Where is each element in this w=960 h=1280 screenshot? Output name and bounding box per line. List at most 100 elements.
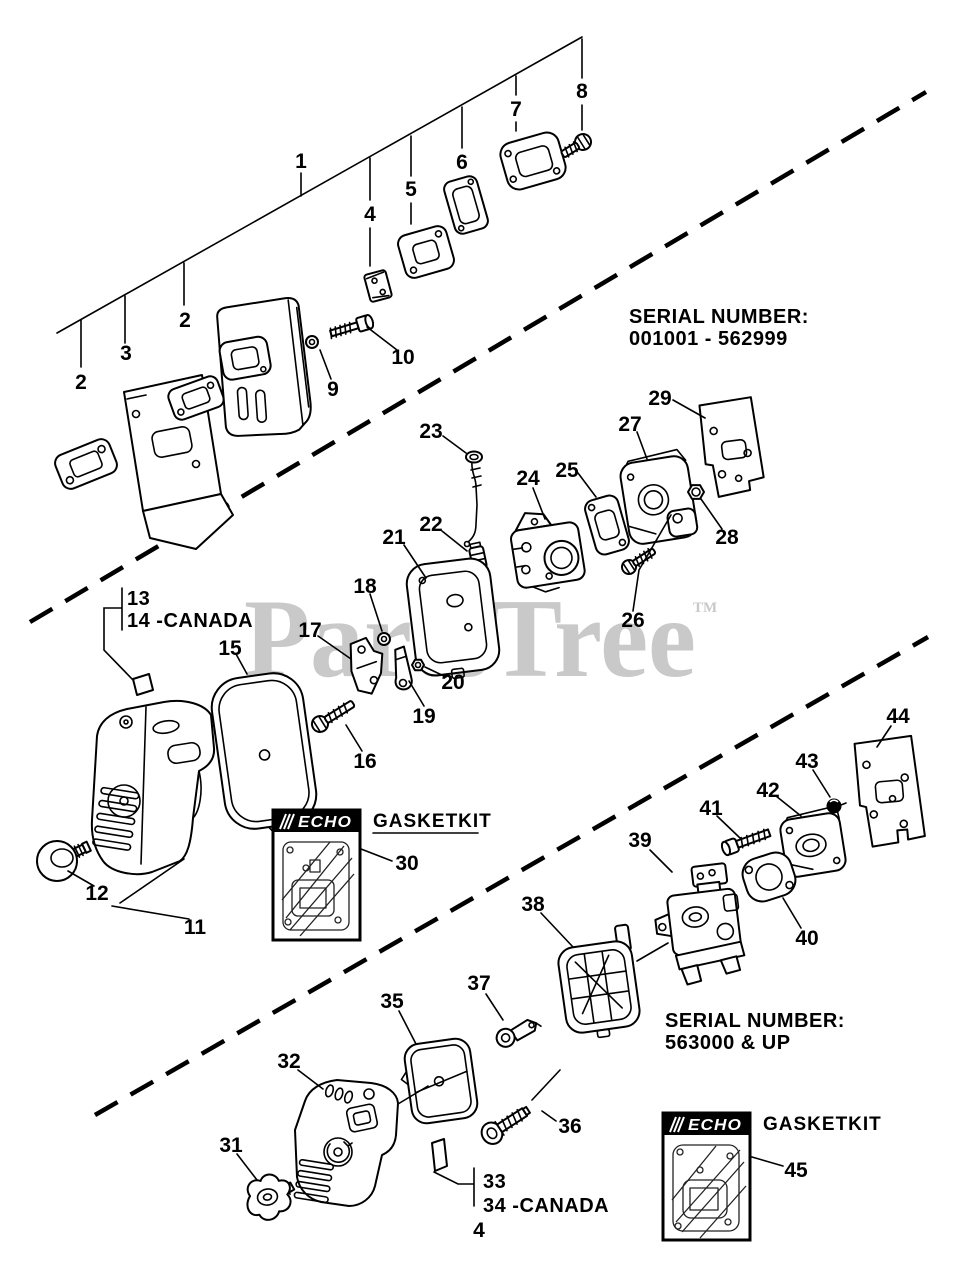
part-insulator-42	[779, 805, 847, 878]
callout-4[interactable]: 4	[364, 203, 376, 226]
echo-logo-upper: ECHO	[298, 814, 352, 831]
serial-block-lower: SERIAL NUMBER: 563000 & UP	[665, 1010, 845, 1054]
divider-dashed-lower	[93, 635, 930, 1117]
part-cleaner-case-38	[557, 923, 641, 1039]
part-knob-12	[36, 840, 92, 882]
echo-logo-lower: ECHO	[688, 1117, 742, 1134]
part-gasket-25	[584, 494, 630, 556]
callout-19[interactable]: 19	[412, 705, 435, 728]
callout-7[interactable]: 7	[510, 98, 522, 121]
callout-28[interactable]: 28	[715, 526, 739, 549]
callout-31[interactable]: 31	[219, 1134, 243, 1157]
callout-2b[interactable]: 2	[179, 309, 191, 332]
callout-22[interactable]: 22	[419, 513, 442, 536]
leader-lines-upper	[67, 326, 723, 920]
callout-18[interactable]: 18	[353, 575, 377, 598]
serial-lower-range: 563000 & UP	[665, 1032, 791, 1054]
part-nut-20	[411, 658, 425, 672]
callout-37[interactable]: 37	[467, 972, 490, 995]
part-gasket-29	[698, 396, 765, 498]
callout-43[interactable]: 43	[795, 750, 818, 773]
part-gasket-5	[397, 225, 455, 279]
callout-27[interactable]: 27	[618, 413, 641, 436]
gasket-kit-sketch-lower	[671, 1144, 747, 1239]
page-number: 4	[473, 1219, 485, 1242]
callout-44[interactable]: 44	[886, 705, 910, 728]
canada-bracket-lower	[433, 1167, 475, 1207]
part-muffler-body	[216, 297, 312, 437]
serial-block-upper: SERIAL NUMBER: 001001 - 562999	[629, 306, 809, 350]
part-nut-28	[687, 484, 705, 500]
canada-lower-line2: 34 -CANADA	[483, 1195, 609, 1217]
part-bolt-41	[720, 828, 772, 857]
callout-6[interactable]: 6	[456, 151, 468, 174]
serial-lower-label: SERIAL NUMBER:	[665, 1010, 845, 1032]
part-lever-37	[495, 1018, 542, 1048]
part-carburetor-24	[510, 512, 586, 593]
callout-39[interactable]: 39	[628, 829, 651, 852]
gasket-kit-label-upper: GASKETKIT	[373, 811, 492, 832]
part-carburetor-39	[654, 862, 746, 986]
callout-40[interactable]: 40	[795, 927, 818, 950]
callout-8[interactable]: 8	[576, 80, 588, 103]
callout-20[interactable]: 20	[441, 671, 464, 694]
callout-24[interactable]: 24	[516, 467, 540, 490]
part-washer-9	[305, 335, 319, 349]
part-cleaner-plate-21	[405, 557, 501, 680]
callout-32[interactable]: 32	[277, 1050, 300, 1073]
part-plate-6	[443, 175, 489, 235]
part-heat-shield-3	[123, 374, 234, 550]
callout-26[interactable]: 26	[621, 609, 644, 632]
part-cleaner-cover-11	[90, 699, 216, 876]
canada-bracket-upper	[103, 587, 134, 681]
callout-38[interactable]: 38	[521, 893, 545, 916]
part-insulator-27	[619, 448, 699, 545]
callout-3[interactable]: 3	[120, 342, 132, 365]
callout-11[interactable]: 11	[184, 916, 207, 939]
serial-upper-label: SERIAL NUMBER:	[629, 306, 809, 328]
callout-17[interactable]: 17	[298, 619, 321, 642]
canada-upper-line1: 13	[127, 588, 150, 610]
callout-30[interactable]: 30	[395, 852, 418, 875]
callout-10[interactable]: 10	[391, 346, 414, 369]
part-screw-8	[560, 133, 592, 158]
callout-12[interactable]: 12	[85, 882, 108, 905]
callout-15[interactable]: 15	[218, 637, 242, 660]
callout-23[interactable]: 23	[419, 420, 442, 443]
gasket-kit-label-lower: GASKETKIT	[763, 1114, 882, 1135]
callout-35[interactable]: 35	[380, 990, 404, 1013]
callout-16[interactable]: 16	[353, 750, 376, 773]
callout-45[interactable]: 45	[784, 1159, 808, 1182]
gasket-kit-box-lower: ECHO GASKETKIT	[661, 1111, 882, 1242]
callout-9[interactable]: 9	[327, 378, 339, 401]
callout-42[interactable]: 42	[756, 779, 779, 802]
watermark-tm: TM	[693, 600, 717, 616]
canada-lower-line1: 33	[483, 1171, 506, 1193]
callout-41[interactable]: 41	[699, 797, 723, 820]
part-plate-4	[363, 269, 393, 303]
part-screw-36	[480, 1105, 531, 1145]
gasket-kit-sketch-upper	[281, 841, 355, 937]
callout-36[interactable]: 36	[558, 1115, 581, 1138]
part-cleaner-cover-32	[293, 1079, 399, 1207]
part-filter-15	[210, 672, 318, 835]
part-gasket-2-left	[54, 438, 118, 490]
part-gasket-7	[499, 131, 567, 191]
part-flag-33	[431, 1138, 448, 1172]
callout-2a[interactable]: 2	[75, 371, 87, 394]
callouts: 1 2 3 2 4 5 6 7 8 9 10 21 22 23 24 25 26…	[75, 80, 910, 1182]
part-gasket-40	[741, 851, 797, 903]
callout-29[interactable]: 29	[648, 387, 671, 410]
part-gasket-2-mid	[167, 375, 225, 421]
part-washer-18	[377, 632, 391, 646]
callout-25[interactable]: 25	[555, 459, 579, 482]
part-screw-16	[311, 700, 356, 733]
assembly-bracket-line	[56, 36, 583, 368]
part-flag-13	[132, 673, 154, 696]
callout-21[interactable]: 21	[382, 526, 406, 549]
part-knob-31	[246, 1173, 296, 1221]
part-lever-19	[394, 645, 413, 691]
callout-5[interactable]: 5	[405, 178, 417, 201]
callout-1[interactable]: 1	[295, 150, 307, 173]
